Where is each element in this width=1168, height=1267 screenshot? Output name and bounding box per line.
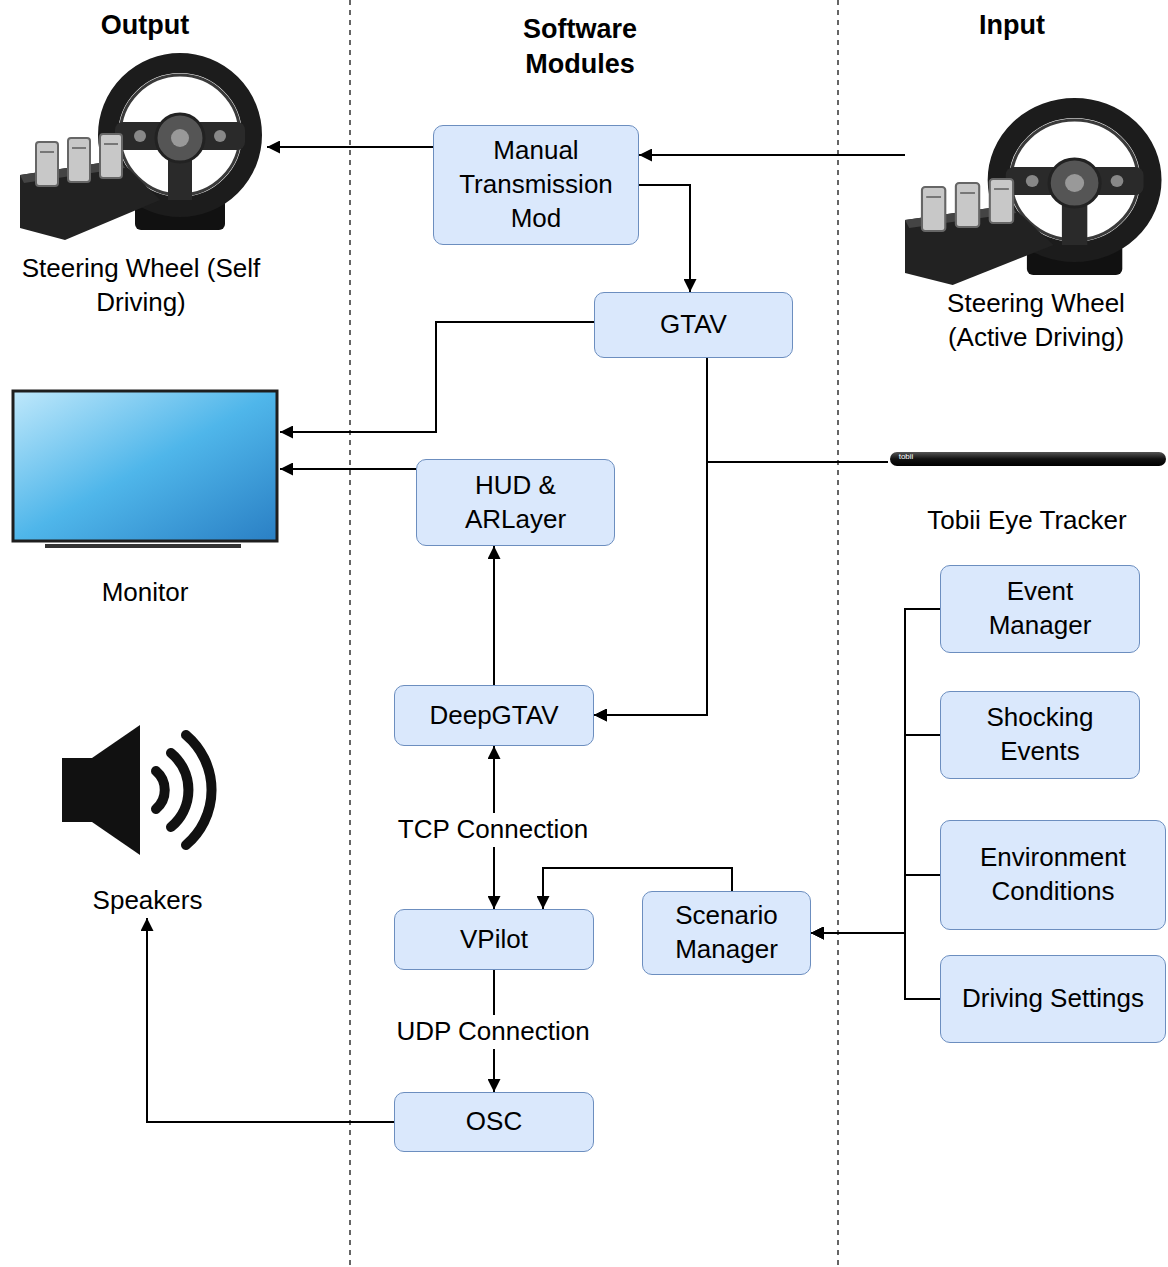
process-box: Manual Transmission Mod — [433, 125, 639, 245]
connector-arrow — [811, 933, 940, 999]
device-label: Steering Wheel (Self Driving) — [20, 252, 262, 320]
process-box: OSC — [394, 1092, 594, 1152]
box-label: Event Manager — [955, 575, 1125, 643]
monitor-icon — [13, 391, 277, 548]
box-label: Manual Transmission Mod — [441, 134, 631, 235]
input-box: Environment Conditions — [940, 820, 1166, 930]
process-box: VPilot — [394, 909, 594, 970]
eye-tracker-device: Tobii Eye Tracker — [888, 446, 1166, 538]
column-heading: Software Modules — [470, 12, 690, 82]
connector-arrow — [639, 154, 905, 156]
box-label: VPilot — [460, 923, 528, 957]
eye-tracker-icon — [890, 452, 1166, 466]
column-heading: Input — [912, 8, 1112, 43]
device-label: Speakers — [93, 884, 203, 918]
connector-arrow — [280, 322, 594, 432]
process-box: HUD & ARLayer — [416, 459, 615, 546]
input-box: Event Manager — [940, 565, 1140, 653]
device-label: Monitor — [102, 576, 189, 610]
connector-arrow — [147, 918, 394, 1122]
input-box: Shocking Events — [940, 691, 1140, 779]
connector-arrow — [594, 462, 888, 715]
connector-arrow — [267, 146, 433, 148]
connector-arrow — [280, 468, 416, 470]
connector-arrow — [639, 185, 690, 292]
steering-wheel-icon — [20, 63, 252, 240]
process-box: GTAV — [594, 292, 793, 358]
device-label: Tobii Eye Tracker — [927, 504, 1126, 538]
column-heading: Output — [45, 8, 245, 43]
divider-line — [349, 0, 351, 1267]
process-box: DeepGTAV — [394, 685, 594, 746]
box-label: GTAV — [660, 308, 727, 342]
process-box: Scenario Manager — [642, 891, 811, 975]
logo-text: tobii — [886, 453, 926, 461]
box-label: HUD & ARLayer — [446, 469, 586, 537]
speaker-device: Speakers — [40, 720, 255, 918]
box-label: DeepGTAV — [429, 699, 558, 733]
connector-arrow — [811, 735, 940, 933]
input-box: Driving Settings — [940, 955, 1166, 1043]
connector-arrow — [493, 546, 495, 685]
box-label: Scenario Manager — [652, 899, 802, 967]
box-label: OSC — [466, 1105, 522, 1139]
box-label: Shocking Events — [955, 701, 1125, 769]
steering-wheel-icon — [905, 108, 1151, 285]
connector-arrow — [811, 609, 940, 933]
divider-line — [837, 0, 839, 1267]
steering-wheel-device: Steering Wheel (Self Driving) — [15, 40, 267, 320]
monitor-device: Monitor — [10, 386, 280, 610]
box-label: Environment Conditions — [948, 841, 1158, 909]
box-label: Driving Settings — [962, 982, 1144, 1016]
steering-wheel-device: Steering Wheel (Active Driving) — [905, 90, 1167, 355]
device-label: Steering Wheel (Active Driving) — [910, 287, 1162, 355]
connector-arrow — [811, 875, 940, 933]
speaker-icon — [62, 725, 212, 855]
connection-label: TCP Connection — [394, 813, 592, 847]
connection-label: UDP Connection — [392, 1015, 593, 1049]
